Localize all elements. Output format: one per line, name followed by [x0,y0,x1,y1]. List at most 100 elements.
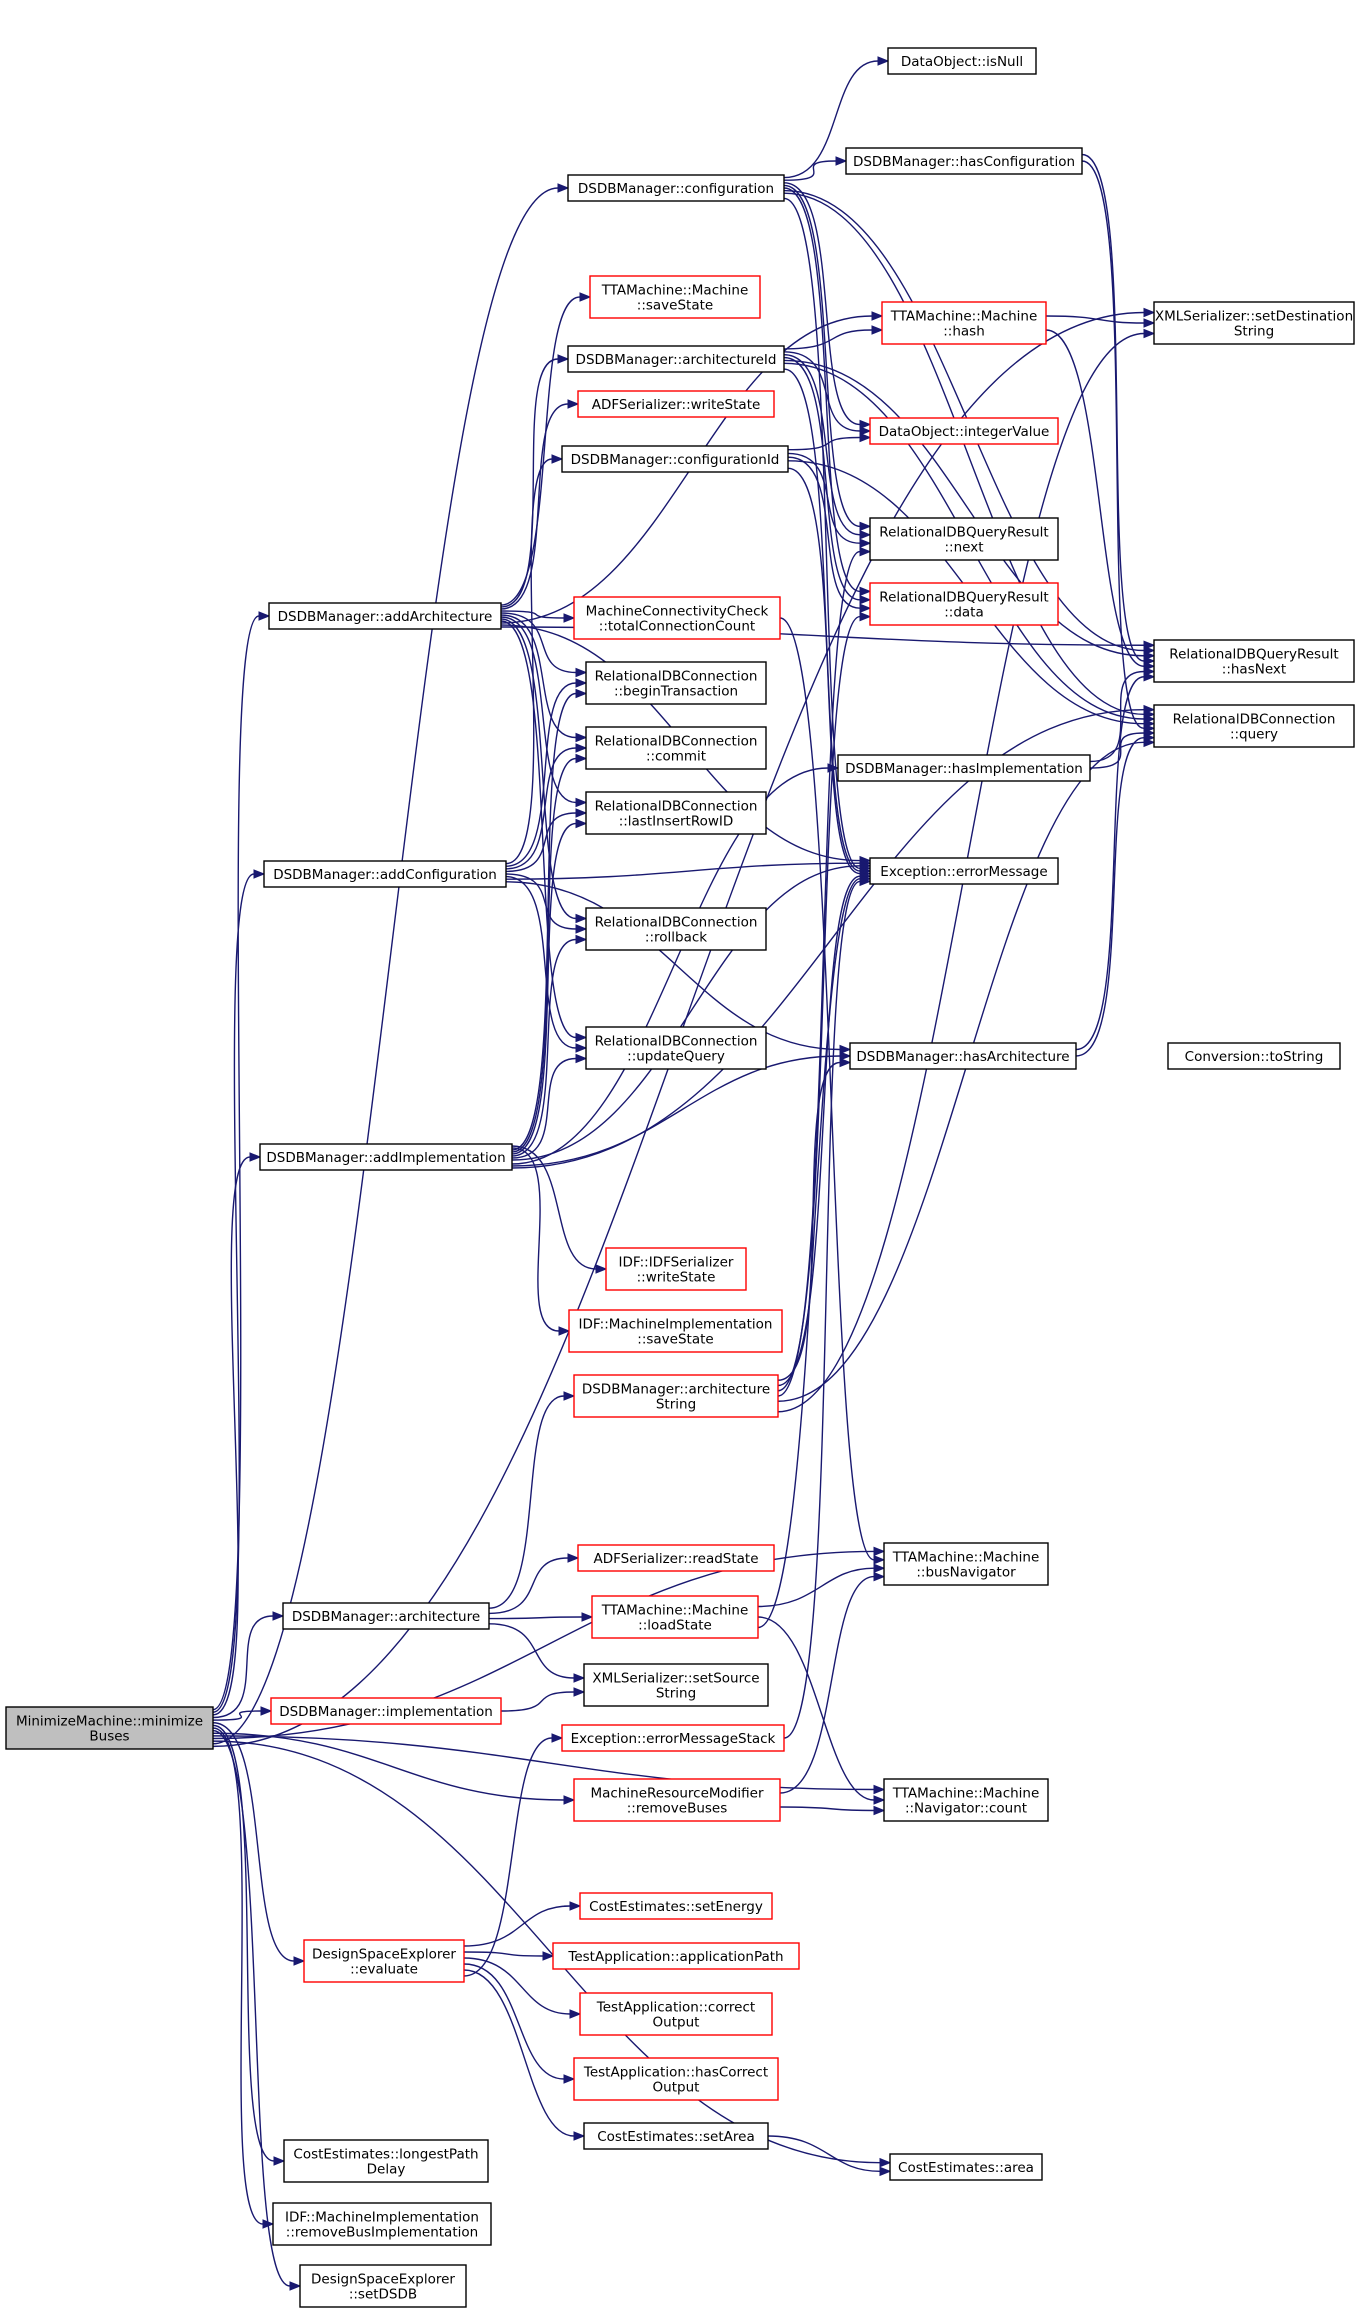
node-addArchitecture[interactable]: DSDBManager::addArchitecture [268,602,502,630]
node-addConfiguration[interactable]: DSDBManager::addConfiguration [263,860,507,888]
node-evaluate[interactable]: DesignSpaceExplorer::evaluate [303,1939,465,1983]
call-edge-addArchitecture-to-commit [500,614,588,743]
node-configurationId[interactable]: DSDBManager::configurationId [561,445,789,473]
arrowhead-icon [859,530,872,540]
edge-line [212,1156,251,1716]
node-label: RelationalDBQueryResult [1169,647,1338,663]
node-lastInsert[interactable]: RelationalDBConnection::lastInsertRowID [585,791,767,835]
node-beginTx[interactable]: RelationalDBConnection::beginTransaction [585,661,767,705]
node-box [845,147,1083,175]
edge-line [783,160,837,181]
node-setDSDB[interactable]: DesignSpaceExplorer::setDSDB [299,2264,467,2308]
node-errorMessage[interactable]: Exception::errorMessage [869,857,1059,885]
node-box [268,602,502,630]
node-query[interactable]: RelationalDBConnection::query [1153,704,1355,748]
node-loadState[interactable]: TTAMachine::Machine::loadState [591,1595,759,1639]
node-removeBusImpl[interactable]: IDF::MachineImplementation::removeBusImp… [272,2202,492,2246]
call-edge-configurationId-to-next [787,452,872,548]
node-label: ADFSerializer::writeState [592,397,761,413]
node-box [583,1663,769,1707]
node-adfWriteState[interactable]: ADFSerializer::writeState [577,390,775,418]
arrowhead-icon [575,1043,588,1053]
arrowhead-icon [859,586,872,597]
node-busNavigator[interactable]: TTAMachine::Machine::busNavigator [883,1542,1049,1586]
arrowhead-icon [859,603,872,613]
arrowhead-icon [575,678,588,688]
node-label: RelationalDBConnection [595,915,758,931]
call-edge-architecture-to-loadState [488,1612,594,1622]
edge-line [511,692,577,1151]
node-appPath[interactable]: TestApplication::applicationPath [552,1942,800,1970]
node-architecture[interactable]: DSDBManager::architecture [282,1602,490,1630]
node-removeBuses[interactable]: MachineResourceModifier::removeBuses [573,1778,781,1822]
node-miSaveState[interactable]: IDF::MachineImplementation::saveState [568,1309,783,1353]
node-label: RelationalDBConnection [595,799,758,815]
node-label: MachineConnectivityCheck [586,604,769,620]
node-hasConfiguration[interactable]: DSDBManager::hasConfiguration [845,147,1083,175]
node-label: ADFSerializer::readState [593,1551,758,1567]
node-toString[interactable]: Conversion::toString [1167,1042,1341,1070]
node-label: DSDBManager::configurationId [571,452,780,468]
edge-line [783,356,861,601]
node-next[interactable]: RelationalDBQueryResult::next [869,517,1059,561]
node-rollback[interactable]: RelationalDBConnection::rollback [585,907,767,951]
call-edge-archString-to-data [777,611,872,1392]
node-updateQuery[interactable]: RelationalDBConnection::updateQuery [585,1026,767,1070]
edge-line [511,938,577,1157]
call-edge-architecture-to-setSourceString [488,1623,586,1683]
node-label: CostEstimates::setArea [597,2129,754,2145]
node-mSaveState[interactable]: TTAMachine::Machine::saveState [589,275,761,319]
node-navCount[interactable]: TTAMachine::Machine::Navigator::count [883,1778,1049,1822]
node-isNull[interactable]: DataObject::isNull [887,47,1037,75]
arrowhead-icon [567,399,580,409]
edge-line [757,878,861,1629]
call-edge-hasArchitecture-to-hasNext [1075,672,1156,1051]
node-hasNext[interactable]: RelationalDBQueryResult::hasNext [1153,639,1355,683]
node-hasArchitecture[interactable]: DSDBManager::hasArchitecture [849,1042,1077,1070]
node-addImplementation[interactable]: DSDBManager::addImplementation [259,1143,513,1171]
node-area[interactable]: CostEstimates::area [889,2153,1043,2181]
node-box [1153,301,1355,345]
arrowhead-icon [1143,737,1156,748]
node-setArea[interactable]: CostEstimates::setArea [583,2122,769,2150]
node-architectureId[interactable]: DSDBManager::architectureId [567,345,785,373]
edge-line [212,1722,295,1962]
arrowhead-icon [873,1571,886,1582]
node-label: String [1234,324,1274,340]
edge-line [488,1395,565,1609]
arrowhead-icon [557,183,570,193]
node-label: DSDBManager::architecture [292,1609,480,1625]
node-data[interactable]: RelationalDBQueryResult::data [869,582,1059,626]
arrowhead-icon [859,876,872,887]
edge-line [212,1710,262,1721]
node-hash[interactable]: TTAMachine::Machine::hash [881,301,1047,345]
node-commit[interactable]: RelationalDBConnection::commit [585,726,767,770]
node-setEnergy[interactable]: CostEstimates::setEnergy [579,1892,773,1920]
node-idfWriteState[interactable]: IDF::IDFSerializer::writeState [605,1247,747,1291]
node-label: IDF::MachineImplementation [285,2210,479,2226]
node-adfReadState[interactable]: ADFSerializer::readState [577,1544,775,1572]
node-box [869,582,1059,626]
node-box [585,791,767,835]
arrowhead-icon [542,1951,555,1961]
node-label: ::Navigator::count [905,1801,1027,1817]
node-totalConn[interactable]: MachineConnectivityCheck::totalConnectio… [573,596,781,640]
edge-line [212,187,559,1745]
arrowhead-icon [575,924,588,934]
edge-line [779,617,875,1561]
node-errMsgStack[interactable]: Exception::errorMessageStack [561,1724,785,1752]
call-edge-root-to-longestPathDelay [212,1724,286,2166]
arrowhead-icon [258,611,271,621]
node-hasImplementation[interactable]: DSDBManager::hasImplementation [837,754,1091,782]
node-implementation[interactable]: DSDBManager::implementation [270,1697,502,1725]
call-edge-architectureId-to-errorMessage [783,368,872,876]
node-configuration[interactable]: DSDBManager::configuration [567,174,785,202]
node-integerValue[interactable]: DataObject::integerValue [869,417,1059,445]
